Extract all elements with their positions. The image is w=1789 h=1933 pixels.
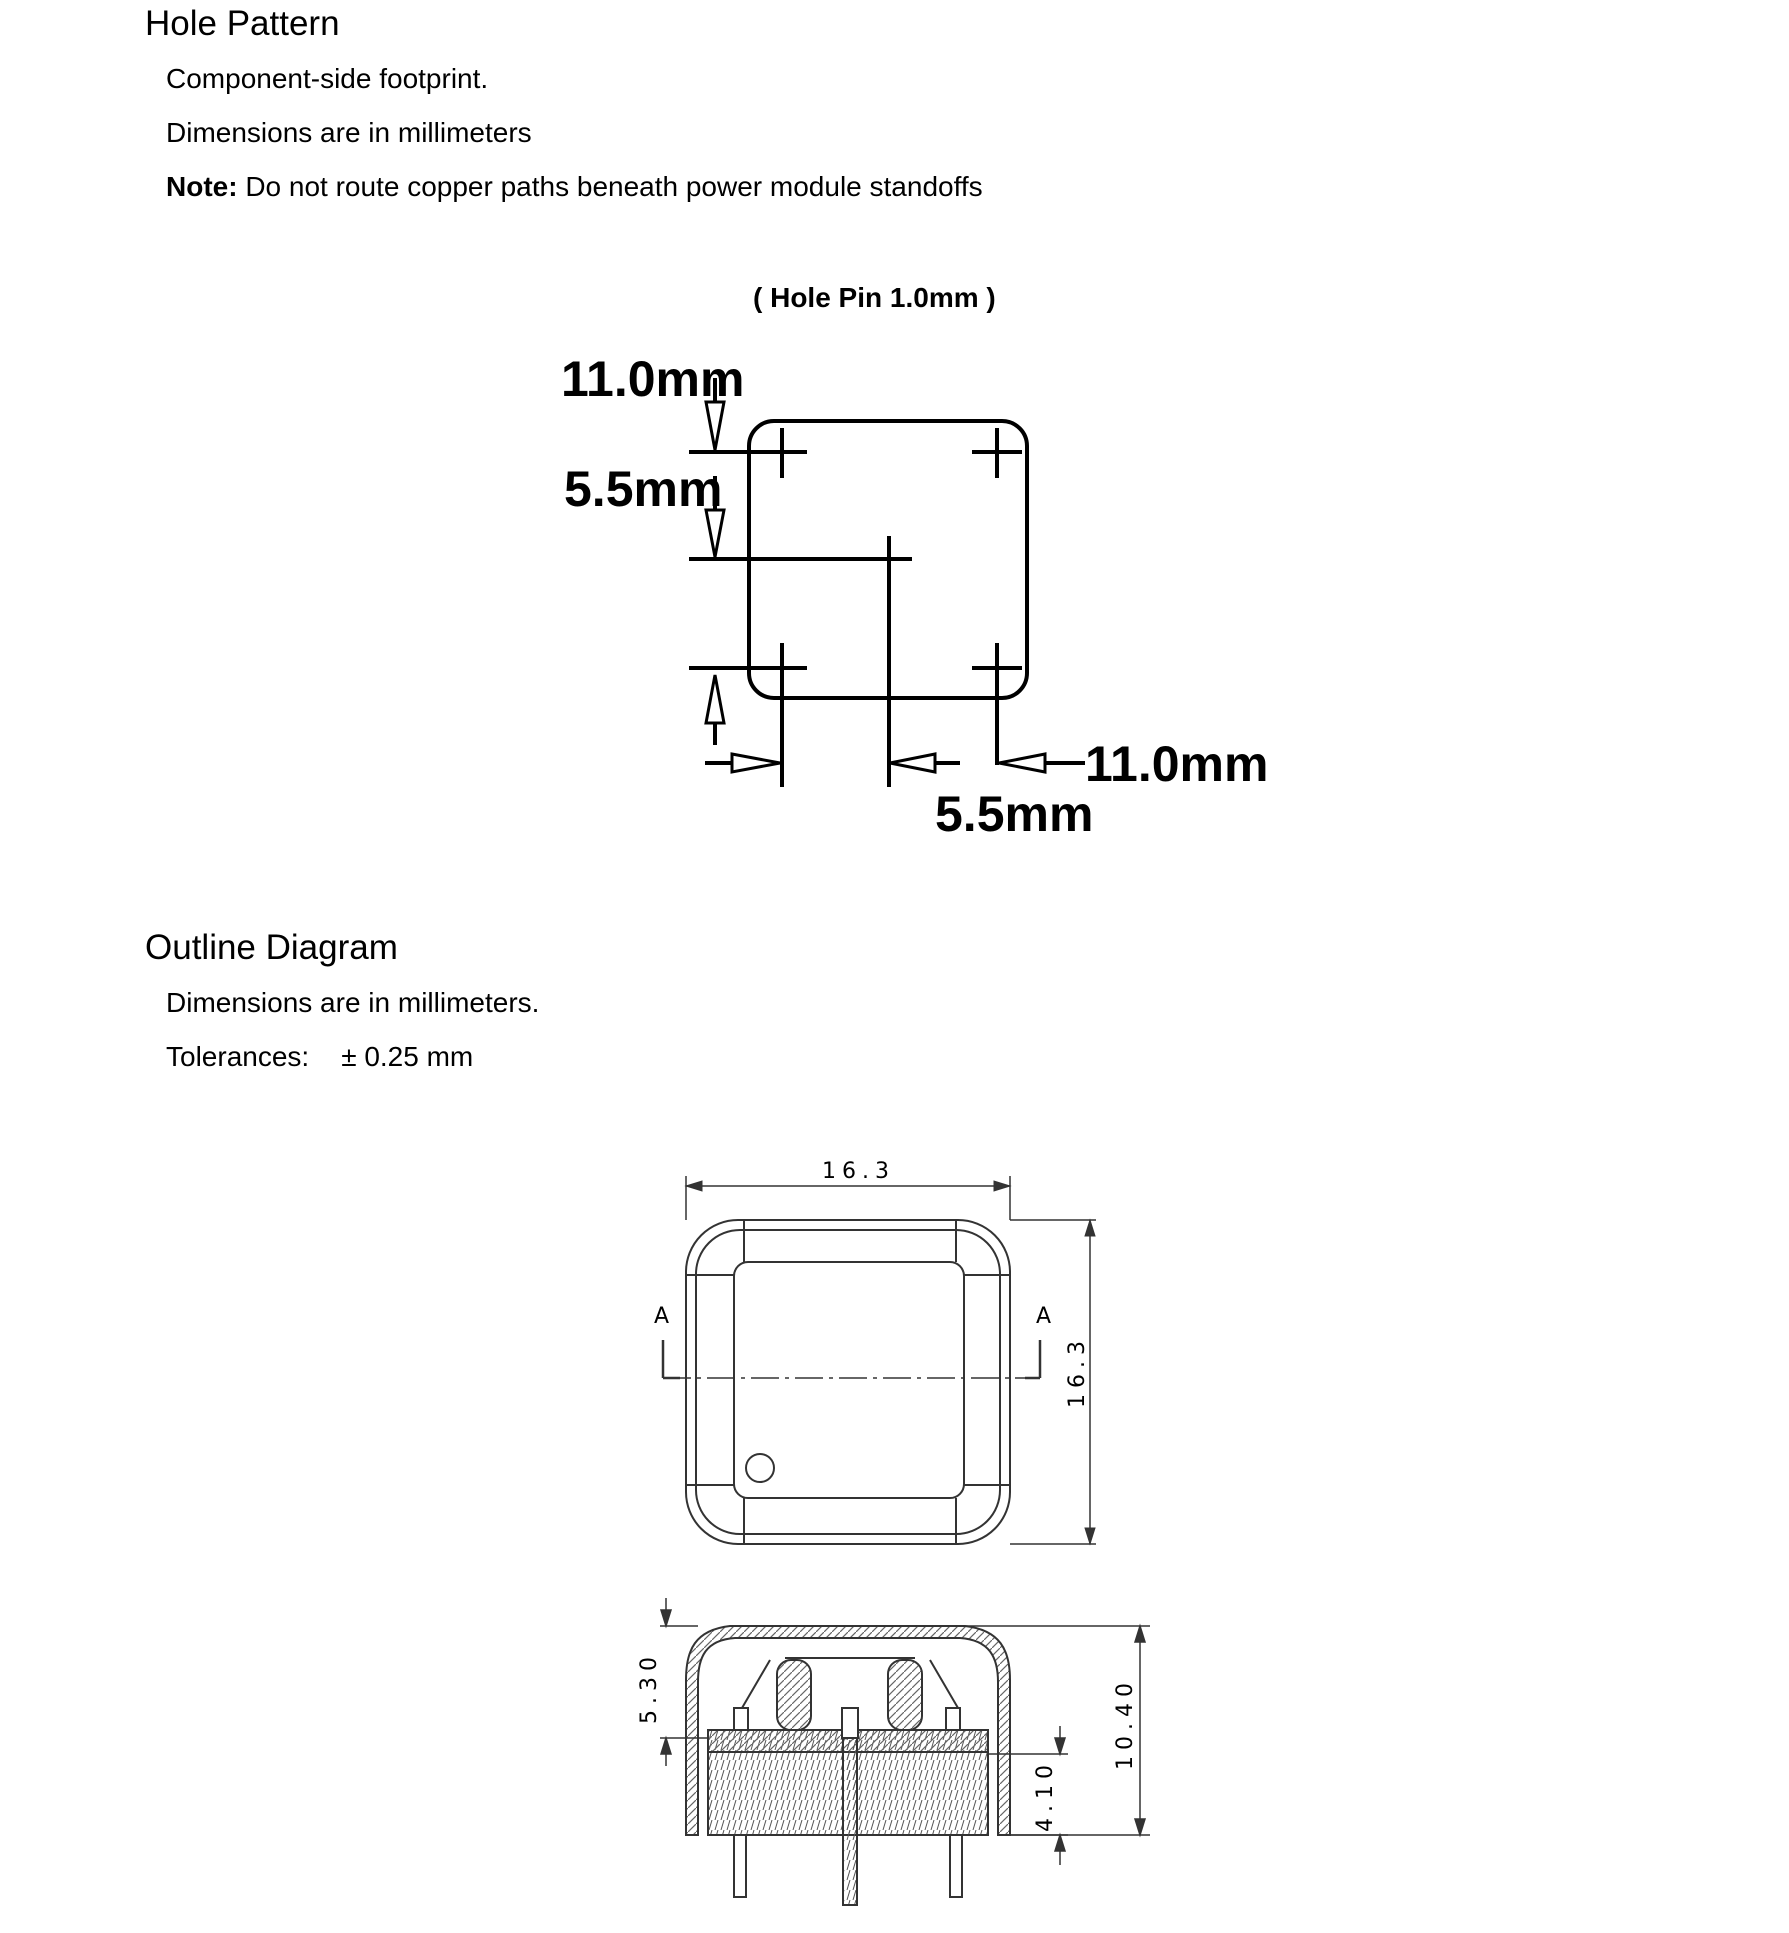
core-left <box>776 1659 812 1731</box>
footprint-text: Component-side footprint. <box>166 63 489 94</box>
side-dimensions <box>659 1598 1150 1865</box>
outline-dimensions-text: Dimensions are in millimeters. <box>166 987 540 1018</box>
pin-center <box>842 1737 858 1906</box>
dimension-arrows <box>704 400 1047 774</box>
tolerance-label: Tolerances: <box>166 1041 310 1072</box>
hole-pattern-diagram: ( Hole Pin 1.0mm ) 11.0mm 5.5mm 11.0mm 5 <box>561 282 1268 842</box>
top-width-dim: 16.3 <box>822 1159 895 1184</box>
side-dim-total: 10.40 <box>1113 1677 1138 1770</box>
arrow-left-bottom-right <box>998 752 1047 774</box>
tolerance-line: Tolerances: ± 0.25 mm <box>166 1041 473 1073</box>
note-text: Do not route copper paths beneath power … <box>237 171 983 202</box>
hole-pin-caption: ( Hole Pin 1.0mm ) <box>753 282 996 313</box>
arrow-down-top <box>704 400 726 451</box>
dim-top-left: 11.0mm <box>561 351 744 407</box>
section-label-left: A <box>654 1304 675 1329</box>
pin-left <box>733 1834 747 1898</box>
dim-mid-left: 5.5mm <box>564 461 722 517</box>
section-label-right: A <box>1036 1304 1057 1329</box>
note-line: Note: Do not route copper paths beneath … <box>166 171 983 203</box>
side-view <box>685 1625 1011 1906</box>
dim-bottom-right: 11.0mm <box>1085 736 1268 792</box>
hole-cross-top-right <box>972 428 1022 478</box>
dim-bottom-mid: 5.5mm <box>935 786 1093 842</box>
pin-right <box>949 1834 963 1898</box>
footprint-outline <box>689 378 1085 787</box>
arrow-up-bottom <box>704 674 726 725</box>
dimensions-text: Dimensions are in millimeters <box>166 117 532 148</box>
outline-diagram-heading: Outline Diagram <box>145 928 398 967</box>
note-label: Note: <box>166 171 238 202</box>
top-view <box>661 1176 1096 1546</box>
core-right <box>887 1659 923 1731</box>
pin1-marker-circle <box>745 1453 775 1483</box>
side-dim-base: 4.10 <box>1033 1759 1058 1832</box>
top-height-dim: 16.3 <box>1065 1335 1090 1408</box>
arrow-down-mid <box>704 508 726 558</box>
tolerance-value: ± 0.25 mm <box>341 1041 474 1072</box>
arrow-right-bottom-left <box>730 752 781 774</box>
side-dim-top: 5.30 <box>637 1651 662 1724</box>
arrow-left-bottom-mid <box>889 752 937 774</box>
hole-pattern-heading: Hole Pattern <box>145 4 340 43</box>
